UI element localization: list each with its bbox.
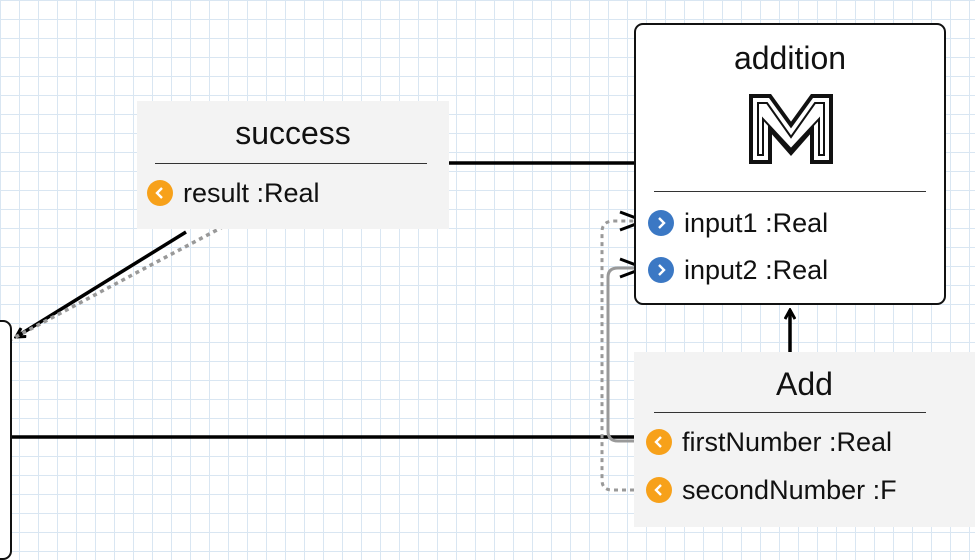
add-port-firstnumber[interactable]: firstNumber :Real	[646, 425, 975, 459]
success-port-result[interactable]: result :Real	[147, 177, 447, 209]
add-port-secondnumber[interactable]: secondNumber :F	[646, 473, 975, 507]
addition-node[interactable]: addition input1 :Real input2 :Real	[634, 23, 946, 305]
port-label: input1 :Real	[684, 207, 829, 238]
addition-port-input1[interactable]: input1 :Real	[648, 206, 938, 240]
addition-node-title: addition	[733, 40, 847, 76]
addition-node-divider	[654, 191, 926, 192]
dataflow-secondnumber-input1[interactable]	[600, 219, 650, 492]
port-label: firstNumber :Real	[682, 426, 893, 457]
module-m-icon	[749, 94, 833, 164]
success-node-divider	[155, 163, 427, 164]
addition-port-input2[interactable]: input2 :Real	[648, 253, 938, 287]
input-port-icon	[648, 210, 674, 236]
dataflow-result-left[interactable]	[9, 213, 246, 342]
success-node[interactable]: success result :Real	[137, 101, 449, 229]
success-node-title: success	[235, 115, 351, 151]
output-port-icon	[147, 180, 173, 206]
port-label: secondNumber :F	[682, 474, 897, 505]
add-node[interactable]: Add firstNumber :Real secondNumber :F	[634, 352, 975, 527]
add-node-divider	[654, 412, 926, 413]
port-label: input2 :Real	[684, 254, 829, 285]
left-state-node[interactable]	[0, 320, 12, 560]
output-port-icon	[646, 477, 672, 503]
output-port-icon	[646, 429, 672, 455]
add-node-title: Add	[776, 366, 833, 402]
input-port-icon	[648, 257, 674, 283]
edge-success-left[interactable]	[16, 230, 187, 337]
dataflow-firstnumber-input2[interactable]	[606, 266, 650, 443]
port-label: result :Real	[183, 177, 320, 208]
